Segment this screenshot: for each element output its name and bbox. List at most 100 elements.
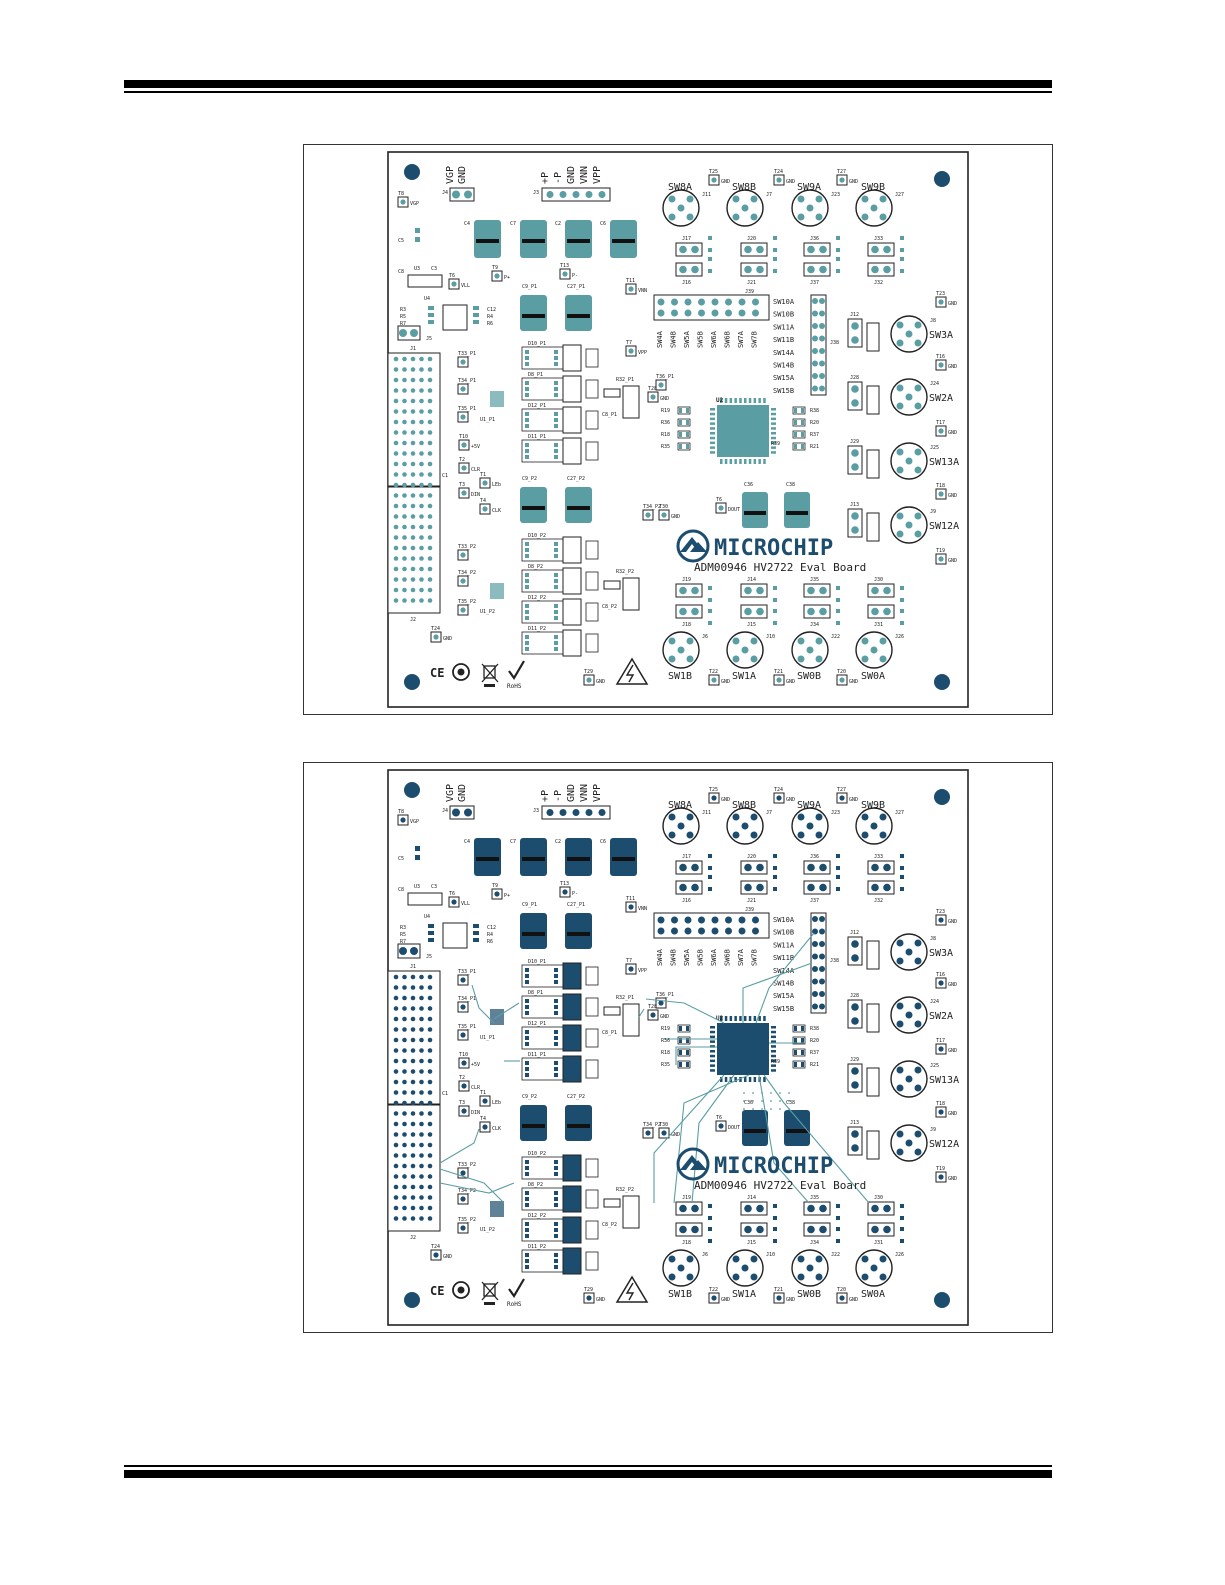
jumper-pin — [883, 1225, 891, 1234]
tp-ref: T13 — [560, 263, 569, 269]
jumper-pin — [756, 863, 764, 872]
resistor — [792, 442, 806, 451]
via — [743, 1108, 745, 1110]
connector-pin — [410, 535, 416, 540]
header-pin — [812, 953, 818, 960]
pad — [554, 1259, 558, 1263]
pad — [525, 1061, 529, 1065]
cap-ref: C36 — [744, 1100, 753, 1106]
connector-pin — [402, 1058, 407, 1064]
pad — [708, 887, 712, 891]
pad — [836, 248, 840, 252]
switch-pin — [861, 655, 869, 663]
pad — [773, 1227, 777, 1231]
switch-center — [741, 1264, 749, 1272]
tp-net: GND — [786, 679, 795, 685]
pad — [836, 887, 840, 891]
board-title: ADM00946 HV2722 Eval Board — [694, 561, 866, 574]
board-title: ADM00946 HV2722 Eval Board — [694, 1179, 866, 1192]
res-ref: R18 — [661, 432, 670, 438]
ic-u2 — [717, 1023, 769, 1075]
j38-label: SW14A — [773, 967, 795, 975]
switch-ref: J10 — [766, 1252, 775, 1258]
tp-net: GND — [948, 364, 957, 370]
ic-pin — [771, 451, 776, 454]
switch-pin — [668, 213, 676, 221]
jumper-pin — [807, 607, 815, 616]
switch-pin — [914, 1148, 922, 1156]
j38-label: SW14B — [773, 362, 794, 370]
test-point-pad — [645, 512, 651, 518]
test-point-pad — [661, 1130, 667, 1136]
pad — [554, 1203, 558, 1207]
pad — [473, 313, 479, 317]
pad — [708, 1216, 712, 1220]
test-point-pad — [650, 394, 656, 400]
jumper-pin — [756, 586, 764, 595]
jumper-ref: J28 — [850, 375, 859, 381]
jumper-pin — [819, 863, 827, 872]
tp-net: GND — [948, 558, 957, 564]
cap-polarity — [567, 857, 590, 861]
connector-pin — [393, 545, 399, 551]
header-pin — [698, 927, 705, 935]
jumper-pin — [851, 526, 859, 534]
cap-ref: C9_P2 — [522, 476, 537, 482]
j39-label: SW7B — [751, 949, 759, 966]
pad — [525, 381, 529, 385]
connector-pin — [419, 1216, 424, 1221]
connector-pin — [402, 545, 407, 551]
connector-pin — [410, 514, 416, 519]
header-j38 — [810, 294, 827, 396]
ic-pin — [771, 417, 776, 421]
cap-ref: C7 — [510, 221, 516, 227]
connector-pin — [402, 1037, 407, 1043]
switch-pin — [750, 655, 758, 663]
j39-label: SW5A — [683, 330, 691, 348]
switch-pin — [732, 637, 740, 645]
switch-ref: J7 — [766, 810, 772, 816]
connector-pin — [419, 524, 424, 530]
ic-pin — [771, 1040, 776, 1043]
header-pin — [464, 190, 472, 199]
pad — [773, 866, 777, 870]
pad — [900, 866, 904, 870]
resistor — [792, 1024, 806, 1033]
pad — [708, 621, 712, 625]
connector-pin — [419, 598, 424, 603]
brand-wordmark: MICROCHIP — [714, 536, 833, 561]
cap-polarity — [476, 239, 499, 243]
switch-pin — [914, 512, 922, 520]
ref-u2: U2 — [716, 397, 724, 404]
switch-ref: J11 — [702, 192, 711, 198]
test-point-pad — [938, 556, 944, 562]
switch-pin — [686, 1273, 694, 1281]
pad — [836, 236, 840, 240]
pad — [801, 408, 804, 413]
jumper-pin — [744, 265, 752, 274]
pad — [525, 641, 529, 645]
ref-u1-p2: U1_P2 — [480, 609, 495, 615]
connector-pin — [427, 1205, 433, 1211]
tp-ref: T11 — [626, 278, 635, 284]
capacitor-p2 — [520, 1105, 547, 1141]
switch-center — [870, 646, 878, 654]
jumper-pin — [851, 385, 859, 393]
switch-ref: J7 — [766, 192, 772, 198]
tp-ref: T16 — [936, 972, 945, 978]
switch-ref: J23 — [831, 192, 840, 198]
tp-ref: T30 — [659, 1122, 668, 1128]
recycle-mark-icon — [452, 663, 470, 681]
j3-label: GND — [566, 166, 577, 184]
switch-pin — [732, 1273, 740, 1281]
pad — [900, 1204, 904, 1208]
switch-pin — [896, 1002, 904, 1010]
test-point-pad — [460, 1004, 466, 1010]
connector-pin — [410, 1163, 416, 1169]
resistor — [792, 430, 806, 439]
pad — [554, 610, 558, 614]
tp-net: CLK — [492, 508, 501, 514]
test-point-pad — [400, 199, 406, 205]
jumper-pin — [807, 1225, 815, 1234]
jumper-pin — [807, 245, 815, 254]
